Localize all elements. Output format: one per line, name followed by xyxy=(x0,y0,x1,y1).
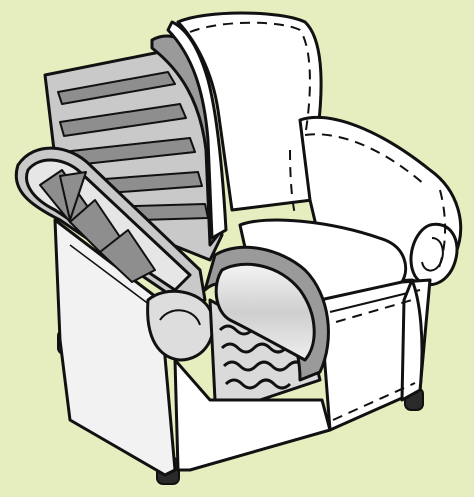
left-arm-scroll xyxy=(148,291,214,360)
